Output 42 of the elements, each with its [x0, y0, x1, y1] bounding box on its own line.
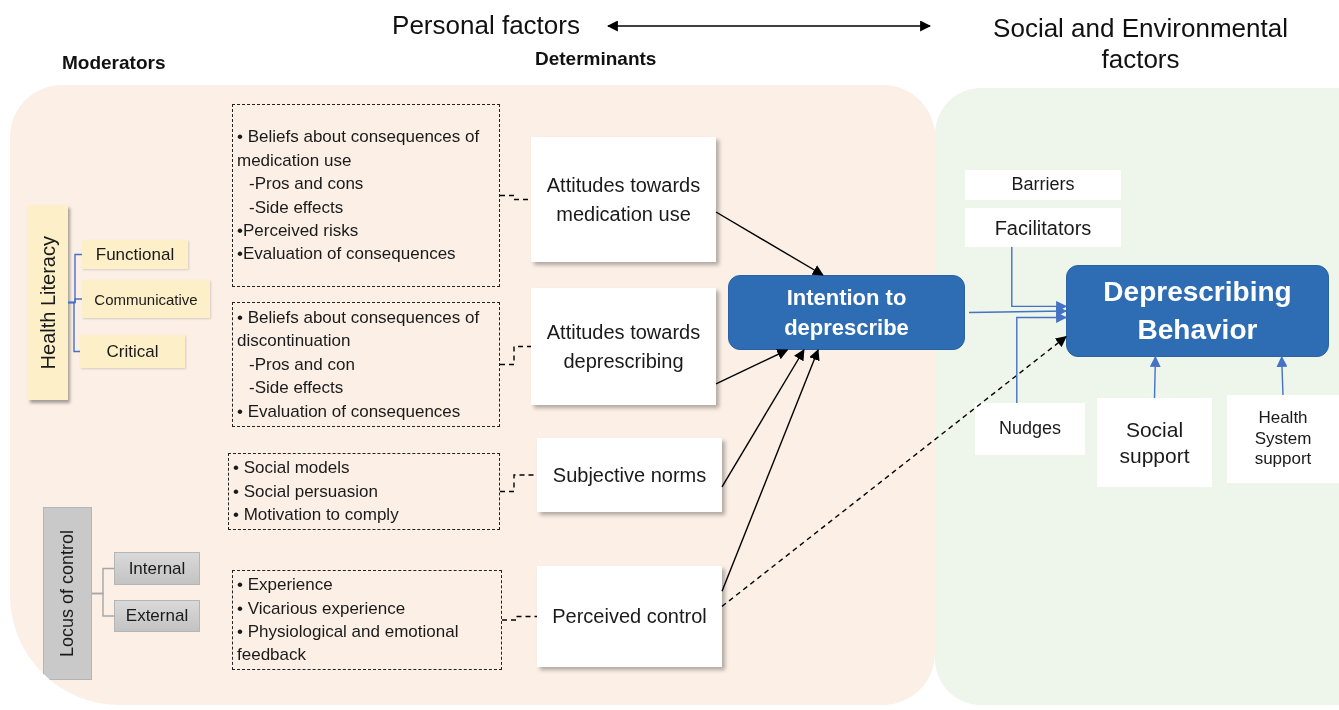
determinant-box: Attitudes towards medication use — [531, 137, 716, 262]
outcome-box: Deprescribing Behavior — [1066, 265, 1329, 357]
determinant-box: Attitudes towards deprescribing — [531, 288, 716, 405]
arrow — [1276, 355, 1288, 396]
arrow — [1011, 246, 1068, 312]
arrow — [1149, 355, 1161, 399]
arrow — [721, 336, 1067, 608]
arrow — [606, 20, 932, 32]
heading-text: Personal factors — [372, 8, 600, 44]
arrow — [715, 211, 824, 276]
belief-list-box: • Beliefs about consequences of discontinuation -Pros and con -Side effects • Evaluation of consequences — [232, 302, 500, 427]
arrow — [721, 349, 820, 592]
factor-box: Nudges — [975, 403, 1085, 455]
heading-text: Social and Environmental factors — [958, 8, 1323, 80]
level-box: External — [114, 600, 200, 632]
factor-box: Barriers — [965, 170, 1121, 200]
belief-list-box: • Beliefs about consequences of medication use -Pros and cons -Side effects •Perceived risks •Evaluation of consequences — [232, 104, 500, 287]
level-box: Functional — [82, 240, 188, 269]
social-environmental-panel — [935, 88, 1339, 705]
connector-line — [501, 615, 538, 621]
arrow — [721, 349, 805, 488]
arrow — [715, 349, 789, 385]
outcome-box: Intention to deprescribe — [728, 275, 965, 350]
personal-factors-panel — [10, 85, 935, 705]
column-heading: Moderators — [62, 52, 166, 74]
determinant-box: Perceived control — [537, 566, 722, 667]
belief-list-box: • Social models • Social persuasion • Motivation to comply — [228, 453, 500, 530]
arrow — [1016, 311, 1068, 404]
factor-box: Facilitators — [965, 208, 1121, 247]
level-box: Critical — [80, 335, 185, 368]
level-box: Internal — [114, 552, 200, 585]
belief-list-box: • Experience • Vicarious experience • Physiological and emotional feedback — [232, 570, 502, 670]
connector-line — [67, 301, 81, 353]
connector-line — [499, 345, 532, 366]
column-heading: Determinants — [535, 48, 657, 70]
determinant-box: Subjective norms — [537, 438, 722, 512]
category-box: Locus of control — [43, 507, 92, 680]
connector-line — [91, 592, 115, 617]
level-box: Communicative — [82, 280, 210, 318]
factor-box: Social support — [1097, 398, 1212, 487]
category-box: Health Literacy — [28, 205, 68, 400]
factor-box: Health System support — [1227, 395, 1339, 483]
